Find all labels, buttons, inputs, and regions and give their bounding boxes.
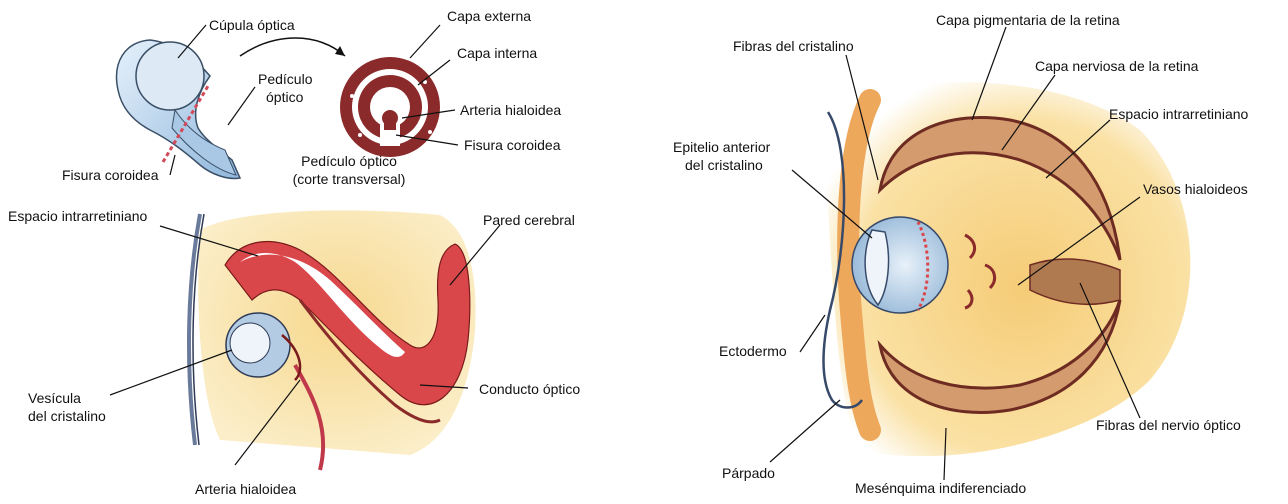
label-espacio-intrarretiniano-left: Espacio intrarretiniano (8, 207, 147, 225)
optic-stalk-cross-section (340, 57, 440, 157)
label-epitelio-line1: Epitelio anterior (673, 138, 770, 156)
label-cupula-optica: Cúpula óptica (209, 16, 295, 34)
label-pediculo-corte-line1: Pedículo óptico (293, 152, 406, 170)
label-fibras-cristalino: Fibras del cristalino (733, 37, 854, 55)
label-parpado: Párpado (722, 464, 775, 482)
label-capa-externa: Capa externa (447, 7, 531, 25)
label-epitelio-line2: del cristalino (673, 156, 770, 174)
label-pared-cerebral: Pared cerebral (483, 211, 575, 229)
label-pediculo-optico-line1: Pedículo (258, 70, 312, 88)
label-fisura-coroidea-top: Fisura coroidea (464, 136, 561, 154)
label-vasos-hialoideos: Vasos hialoideos (1143, 180, 1248, 198)
label-mesenquima: Mesénquima indiferenciado (855, 479, 1026, 497)
label-ectodermo: Ectodermo (719, 342, 787, 360)
label-pediculo-optico: Pedículo óptico (258, 70, 312, 106)
label-capa-interna: Capa interna (457, 44, 537, 62)
label-vesicula-cristalino: Vesícula del cristalino (28, 389, 106, 425)
label-fibras-nervio-optico: Fibras del nervio óptico (1096, 416, 1241, 434)
label-arteria-hialoidea-top: Arteria hialoidea (460, 101, 561, 119)
label-conducto-optico: Conducto óptico (479, 380, 580, 398)
label-capa-nerviosa: Capa nerviosa de la retina (1035, 57, 1198, 75)
label-fisura-coroidea-left: Fisura coroidea (62, 166, 159, 184)
label-espacio-intrarretiniano-right: Espacio intrarretiniano (1109, 105, 1248, 123)
label-arteria-hialoidea-bottom: Arteria hialoidea (195, 480, 296, 498)
sagittal-section (189, 210, 476, 470)
label-vesicula-line1: Vesícula (28, 389, 106, 407)
developed-eye (820, 82, 1190, 456)
optic-cup-3d (117, 40, 240, 178)
label-pediculo-corte-line2: (corte transversal) (293, 170, 406, 188)
label-epitelio-anterior: Epitelio anterior del cristalino (673, 138, 770, 174)
label-pediculo-optico-line2: óptico (258, 88, 312, 106)
cup-to-section-arrow (240, 38, 345, 56)
label-vesicula-line2: del cristalino (28, 407, 106, 425)
label-capa-pigmentaria: Capa pigmentaria de la retina (936, 11, 1120, 29)
label-pediculo-corte: Pedículo óptico (corte transversal) (293, 152, 406, 188)
